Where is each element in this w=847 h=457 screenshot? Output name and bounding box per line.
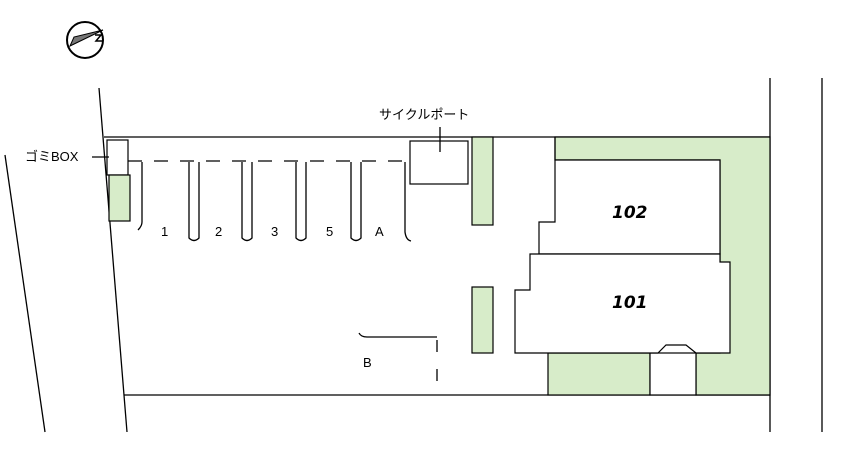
parking-space-1: 1 [161,224,168,239]
building-101 [514,253,731,354]
road-line-left [4,154,46,433]
parking-space-3: 3 [271,224,278,239]
compass-north-icon [66,21,104,59]
cycle-port [409,140,469,185]
cycle-port-label: サイクルポート [379,107,469,122]
parking-stall-dividers [137,162,412,242]
parking-space-2: 2 [215,224,222,239]
green-area-center-top [471,136,494,226]
unit-101-label: 101 [612,293,648,313]
parking-space-a: A [375,224,384,239]
garbage-box [106,139,129,176]
parking-b-label: B [363,355,372,370]
entrance-area [649,352,697,396]
unit-102-label: 102 [612,203,648,223]
site-boundary-left [98,87,128,433]
green-area-center-bottom [471,286,494,354]
green-area-bottom [547,352,651,396]
parking-b-line [358,332,437,338]
green-area-left [108,174,131,222]
parking-space-5: 5 [326,224,333,239]
garbage-box-label: ゴミBOX [25,149,79,164]
